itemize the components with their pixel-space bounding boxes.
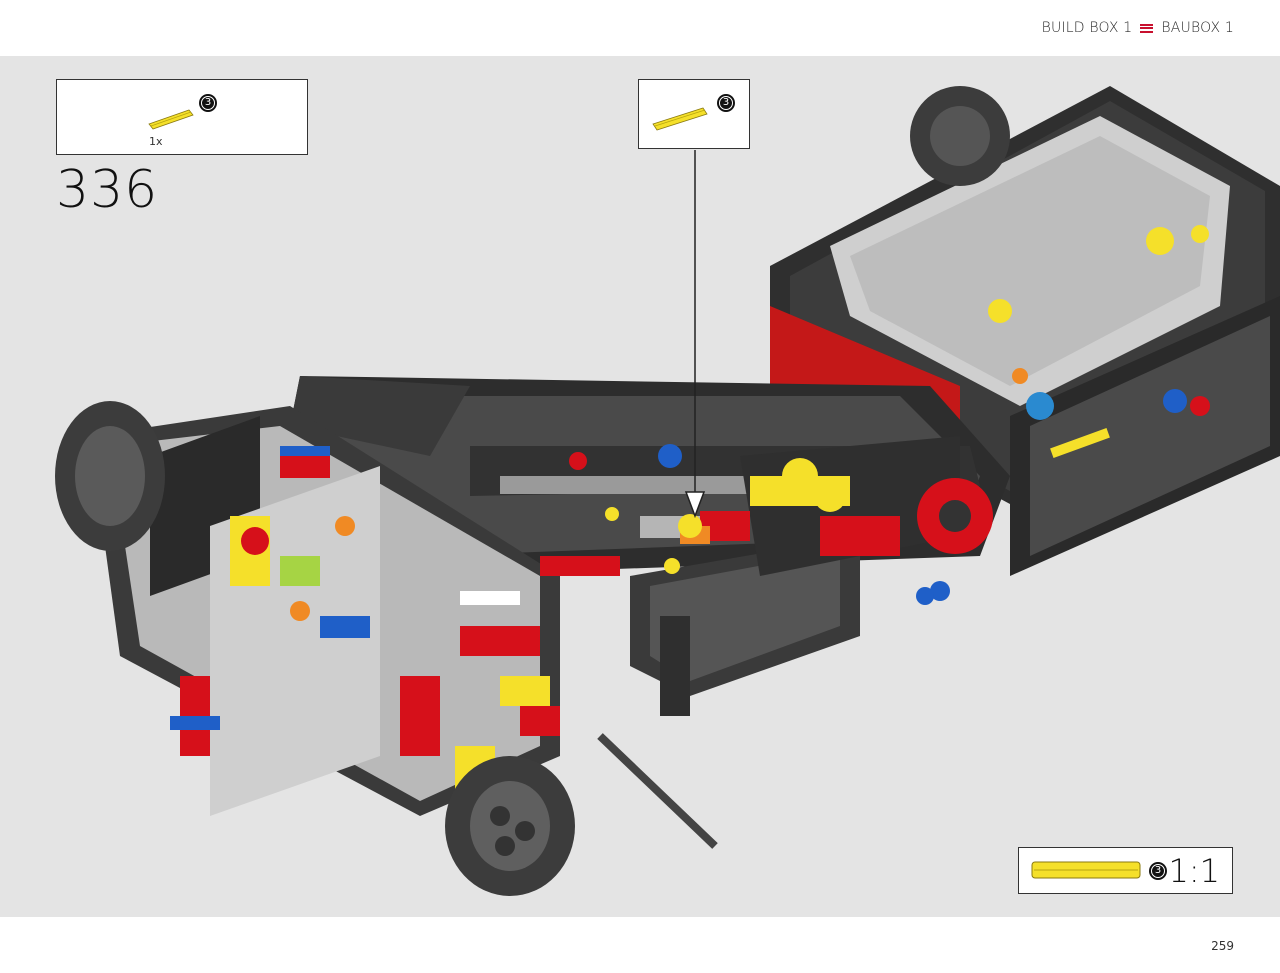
- axle-yellow-icon: [148, 109, 194, 130]
- color-badge: 3: [717, 94, 735, 112]
- part-quantity: 1x: [149, 135, 163, 148]
- front-suspension: [90, 406, 560, 816]
- color-badge: 3: [1149, 862, 1167, 880]
- wheel-hubs: [55, 401, 718, 896]
- technic-chassis-illustration: [55, 86, 1280, 896]
- subassembly-callout: 3: [638, 79, 750, 149]
- instruction-stage: 3 1x 336 3 3 1:1: [0, 56, 1280, 917]
- page-header: BUILD BOX 1 BAUBOX 1: [0, 0, 1280, 56]
- axle-yellow-icon: [652, 107, 708, 131]
- arrow-head-icon: [684, 491, 706, 519]
- scale-indicator: 3 1:1: [1018, 847, 1233, 894]
- build-box-label: BUILD BOX 1 BAUBOX 1: [1042, 20, 1234, 36]
- scale-label: 1:1: [1168, 852, 1221, 890]
- drivetrain: [460, 436, 993, 716]
- page-number: 259: [1211, 939, 1234, 953]
- step-number: 336: [56, 160, 159, 220]
- parts-callout: 3 1x: [56, 79, 308, 155]
- axle-yellow-scale-icon: [1031, 861, 1141, 879]
- color-badge: 3: [199, 94, 217, 112]
- page-footer: 259: [0, 917, 1280, 973]
- build-box-en: BUILD BOX 1: [1041, 20, 1133, 36]
- build-box-de: BAUBOX 1: [1161, 20, 1234, 36]
- german-flag-lines-icon: [1140, 23, 1154, 33]
